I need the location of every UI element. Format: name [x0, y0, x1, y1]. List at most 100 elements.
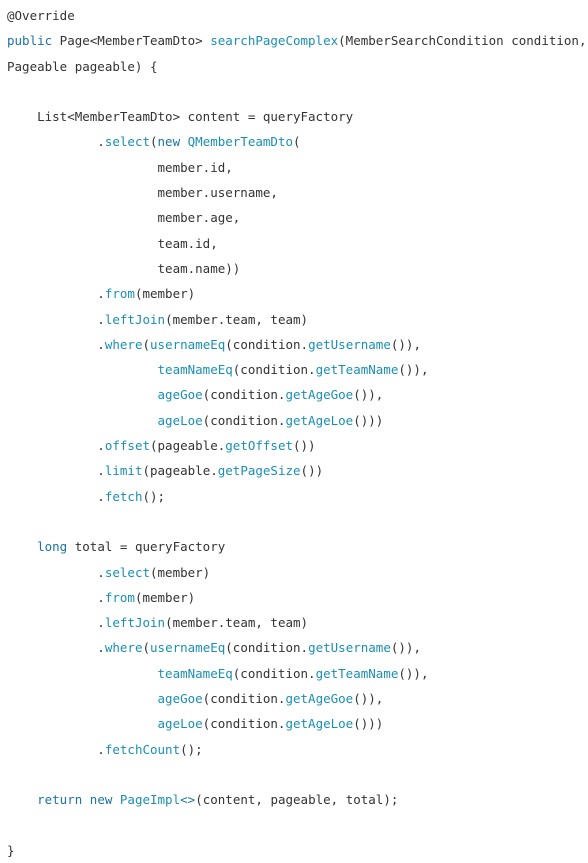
code-text: (	[150, 134, 158, 150]
code-line: .select(member)	[7, 560, 587, 585]
code-identifier: getTeamName	[315, 362, 399, 378]
code-identifier: usernameEq	[150, 640, 226, 656]
code-text: .	[7, 564, 105, 580]
code-line: }	[7, 838, 587, 863]
code-text: .	[7, 134, 105, 150]
code-identifier: leftJoin	[104, 311, 166, 327]
code-line: team.name))	[7, 256, 587, 281]
code-text: (condition.	[225, 336, 309, 352]
code-identifier: getTeamName	[315, 665, 399, 681]
code-text: ())	[300, 463, 324, 479]
code-text: .	[7, 488, 105, 504]
code-text	[7, 691, 158, 706]
code-identifier: getUsername	[308, 336, 391, 352]
code-identifier: getPageSize	[217, 463, 301, 479]
code-identifier: usernameEq	[150, 336, 226, 352]
code-text: member.username,	[7, 185, 278, 201]
code-identifier: offset	[104, 438, 150, 454]
code-text	[7, 792, 37, 807]
code-identifier: getAgeGoe	[285, 387, 354, 403]
code-text: (	[293, 134, 301, 150]
code-identifier: teamNameEq	[157, 362, 233, 378]
code-text: .	[7, 615, 105, 631]
code-text: ();	[180, 741, 203, 757]
code-line: .leftJoin(member.team, team)	[7, 307, 587, 332]
code-text: ()),	[398, 362, 429, 378]
code-line: teamNameEq(condition.getTeamName()),	[7, 661, 587, 686]
code-text: Pageable pageable) {	[7, 58, 158, 74]
code-text: (condition.	[202, 412, 286, 428]
code-identifier: select	[104, 134, 150, 150]
code-text: (member.team, team)	[165, 615, 309, 631]
code-identifier: getAgeLoe	[285, 716, 354, 732]
code-text: (member)	[150, 564, 211, 580]
code-identifier: where	[104, 640, 143, 656]
code-text: List<MemberTeamDto> content = queryFacto…	[7, 109, 354, 125]
code-line: .fetchCount();	[7, 737, 587, 762]
code-line: .from(member)	[7, 281, 587, 306]
code-line	[7, 762, 587, 787]
code-text: (content, pageable, total);	[195, 792, 399, 808]
code-text: (condition.	[232, 362, 316, 378]
code-identifier: limit	[104, 463, 143, 479]
code-text: team.id,	[7, 235, 218, 251]
code-text: .	[7, 438, 105, 454]
code-line: ageLoe(condition.getAgeLoe()))	[7, 408, 587, 433]
code-line: .leftJoin(member.team, team)	[7, 610, 587, 635]
code-text: (pageable.	[150, 438, 226, 454]
code-identifier: getAgeGoe	[285, 691, 354, 707]
code-identifier: where	[104, 336, 143, 352]
code-text: member.id,	[7, 159, 233, 175]
code-line: long total = queryFactory	[7, 534, 587, 559]
code-text	[7, 413, 158, 428]
code-text: }	[7, 842, 15, 858]
code-identifier: leftJoin	[104, 615, 166, 631]
code-line: member.username,	[7, 180, 587, 205]
code-text: (	[142, 640, 151, 656]
code-line: .offset(pageable.getOffset())	[7, 433, 587, 458]
code-identifier: fetchCount	[104, 741, 181, 757]
code-line: teamNameEq(condition.getTeamName()),	[7, 357, 587, 382]
code-keyword: new	[157, 134, 181, 150]
code-text: team.name))	[7, 260, 241, 276]
code-text: total = queryFactory	[67, 539, 226, 555]
code-identifier: getUsername	[308, 640, 391, 656]
code-identifier: QMemberTeamDto	[187, 134, 293, 150]
code-line: .limit(pageable.getPageSize())	[7, 458, 587, 483]
code-text: .	[7, 286, 105, 302]
code-identifier: from	[104, 286, 135, 302]
code-identifier: teamNameEq	[157, 665, 233, 681]
code-line: .from(member)	[7, 585, 587, 610]
code-text: (member)	[134, 589, 196, 605]
code-text: .	[7, 640, 105, 656]
code-keyword: new	[89, 792, 113, 808]
code-line	[7, 509, 587, 534]
code-identifier: PageImpl	[119, 792, 181, 808]
code-identifier: ageGoe	[157, 691, 203, 707]
code-text: ()))	[353, 412, 384, 428]
code-keyword: long	[37, 539, 68, 555]
code-line: @Override	[7, 3, 587, 28]
code-line: public Page<MemberTeamDto> searchPageCom…	[7, 28, 587, 53]
code-text: ()),	[390, 336, 421, 352]
code-text: (condition.	[202, 387, 286, 403]
code-identifier: fetch	[104, 488, 143, 504]
code-line: member.age,	[7, 205, 587, 230]
code-text: .	[7, 311, 105, 327]
code-text	[7, 387, 158, 402]
code-text	[7, 666, 158, 681]
code-line	[7, 79, 587, 104]
code-text: ();	[142, 488, 166, 504]
code-text: ()),	[398, 665, 429, 681]
code-line: ageGoe(condition.getAgeGoe()),	[7, 382, 587, 407]
code-text	[82, 792, 90, 807]
code-text: .	[7, 741, 105, 757]
code-text: .	[7, 463, 105, 479]
code-identifier: from	[104, 589, 135, 605]
code-line: return new PageImpl<>(content, pageable,…	[7, 787, 587, 812]
code-text	[7, 362, 158, 377]
code-line: .fetch();	[7, 484, 587, 509]
code-text: (condition.	[225, 640, 309, 656]
code-text: (condition.	[202, 691, 286, 707]
